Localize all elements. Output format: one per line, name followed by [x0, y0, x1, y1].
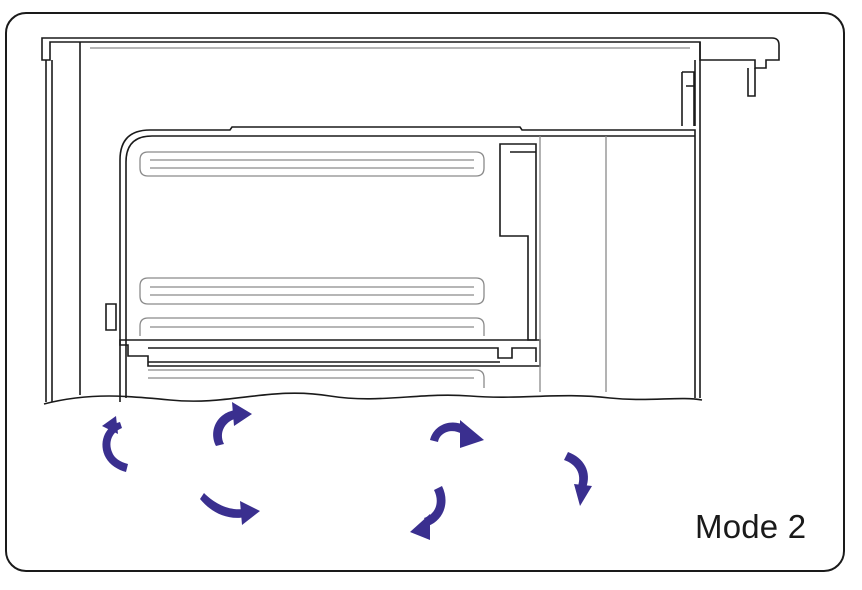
airflow-arrow-6	[564, 452, 592, 506]
airflow-arrow-3	[200, 493, 260, 525]
inner-racks	[90, 47, 690, 392]
airflow-arrow-1	[102, 416, 128, 472]
outer-frame	[5, 12, 845, 572]
airflow-arrow-5	[410, 486, 446, 540]
mode-label: Mode 2	[695, 508, 807, 545]
appliance-housing	[41, 37, 780, 402]
cutaway-edge	[43, 392, 703, 405]
airflow-arrow-2	[213, 402, 252, 446]
airflow-arrows	[102, 402, 592, 540]
airflow-arrow-4	[430, 420, 484, 448]
